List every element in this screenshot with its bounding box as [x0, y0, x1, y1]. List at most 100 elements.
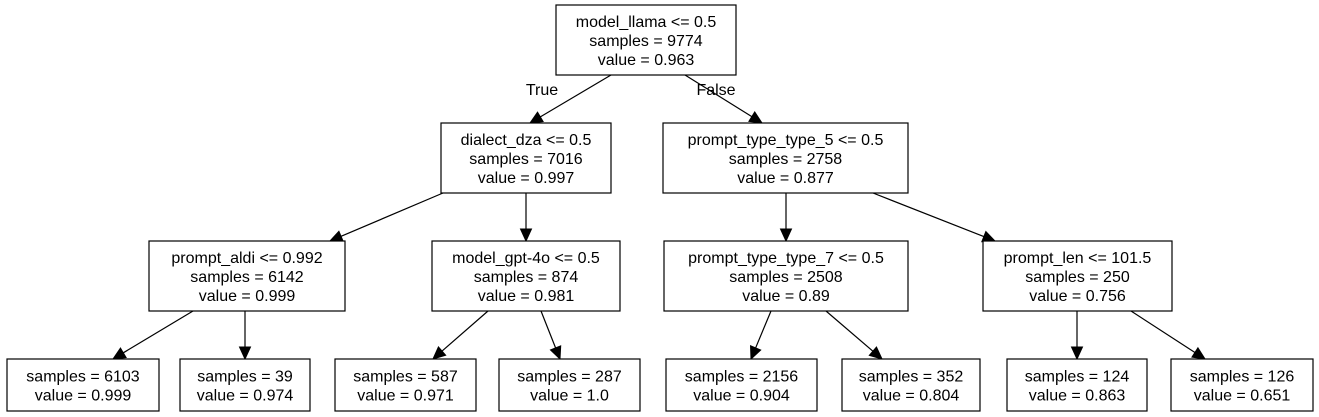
- node-box: [555, 4, 737, 76]
- arrow-head-icon: [1191, 346, 1207, 360]
- node-samples: samples = 287: [517, 369, 622, 386]
- node-samples: samples = 250: [1025, 269, 1130, 286]
- arrow-head-icon: [779, 228, 793, 243]
- arrow-head-icon: [750, 345, 762, 361]
- split-node: prompt_type_type_5 <= 0.5 samples = 2758 v…: [662, 122, 909, 194]
- node-samples: samples = 39: [197, 369, 293, 386]
- leaf-node: samples = 39 value = 0.974: [179, 358, 311, 412]
- node-box: [148, 240, 346, 312]
- node-box: [841, 358, 981, 412]
- node-samples: samples = 6142: [190, 269, 304, 286]
- node-value: value = 0.756: [1029, 288, 1126, 305]
- node-value: value = 0.904: [693, 388, 790, 405]
- tree-edge: False: [684, 74, 764, 124]
- tree-edge: [825, 310, 883, 360]
- node-samples: samples = 2156: [685, 369, 799, 386]
- node-value: value = 0.971: [357, 388, 454, 405]
- edges-layer: True False: [111, 74, 1207, 361]
- edge-line: [441, 310, 489, 352]
- edge-line: [684, 74, 753, 118]
- node-condition: prompt_aldi <= 0.992: [171, 250, 322, 267]
- tree-edge: [779, 193, 793, 243]
- node-samples: samples = 124: [1025, 369, 1130, 386]
- leaf-node: samples = 352 value = 0.804: [841, 358, 981, 412]
- node-samples: samples = 2508: [729, 269, 843, 286]
- edge-label-false: False: [696, 82, 735, 99]
- node-condition: dialect_dza <= 0.5: [461, 132, 592, 149]
- arrow-head-icon: [1070, 346, 1084, 361]
- tree-edge: [1070, 311, 1084, 361]
- node-samples: samples = 6103: [26, 369, 140, 386]
- arrow-head-icon: [549, 345, 562, 361]
- node-box: [498, 358, 641, 412]
- node-box: [1170, 358, 1314, 412]
- node-box: [1006, 358, 1148, 412]
- tree-edge: [540, 310, 562, 361]
- arrow-head-icon: [519, 228, 533, 243]
- node-value: value = 0.981: [478, 288, 575, 305]
- arrow-head-icon: [432, 346, 447, 360]
- node-condition: prompt_type_type_7 <= 0.5: [688, 250, 884, 267]
- node-box: [431, 240, 621, 312]
- node-value: value = 0.863: [1029, 388, 1126, 405]
- leaf-node: samples = 2156 value = 0.904: [665, 358, 818, 412]
- arrow-head-icon: [111, 347, 127, 360]
- node-value: value = 0.651: [1194, 388, 1291, 405]
- node-samples: samples = 2758: [729, 151, 843, 168]
- split-node: prompt_type_type_7 <= 0.5 samples = 2508 v…: [663, 240, 909, 312]
- node-samples: samples = 9774: [589, 33, 703, 50]
- node-box: [334, 358, 477, 412]
- node-box: [665, 358, 818, 412]
- edge-line: [540, 74, 612, 118]
- node-box: [440, 122, 612, 194]
- tree-edge: [872, 192, 997, 243]
- tree-edge: [750, 310, 772, 361]
- edge-line: [1130, 310, 1196, 353]
- node-value: value = 0.877: [737, 170, 834, 187]
- edge-label-true: True: [526, 82, 558, 99]
- edge-line: [340, 192, 444, 237]
- split-node: prompt_aldi <= 0.992 samples = 6142 value …: [148, 240, 346, 312]
- edge-line: [122, 310, 194, 354]
- node-value: value = 1.0: [530, 388, 609, 405]
- node-condition: model_llama <= 0.5: [576, 14, 717, 31]
- node-condition: prompt_len <= 101.5: [1004, 250, 1152, 267]
- node-value: value = 0.963: [598, 52, 695, 69]
- leaf-node: samples = 287 value = 1.0: [498, 358, 641, 412]
- node-samples: samples = 7016: [469, 151, 583, 168]
- node-value: value = 0.89: [742, 288, 830, 305]
- edge-line: [755, 310, 772, 349]
- tree-edge: [238, 311, 252, 361]
- node-samples: samples = 587: [353, 369, 458, 386]
- node-box: [663, 240, 909, 312]
- leaf-node: samples = 587 value = 0.971: [334, 358, 477, 412]
- node-condition: model_gpt-4o <= 0.5: [452, 250, 600, 267]
- arrow-head-icon: [868, 346, 883, 360]
- tree-edge: True: [526, 74, 612, 124]
- node-value: value = 0.974: [197, 388, 294, 405]
- split-node: model_llama <= 0.5 samples = 9774 value = …: [555, 4, 737, 76]
- leaf-node: samples = 124 value = 0.863: [1006, 358, 1148, 412]
- split-node: prompt_len <= 101.5 samples = 250 value = …: [982, 240, 1173, 312]
- arrow-head-icon: [328, 230, 344, 242]
- edge-line: [540, 310, 557, 349]
- arrow-head-icon: [748, 111, 764, 124]
- arrow-head-icon: [981, 230, 997, 243]
- node-box: [6, 358, 160, 412]
- tree-edge: [1130, 310, 1207, 360]
- node-value: value = 0.999: [35, 388, 132, 405]
- split-node: model_gpt-4o <= 0.5 samples = 874 value = …: [431, 240, 621, 312]
- edge-line: [825, 310, 874, 352]
- node-value: value = 0.999: [199, 288, 296, 305]
- node-box: [179, 358, 311, 412]
- node-samples: samples = 352: [859, 369, 964, 386]
- node-samples: samples = 874: [474, 269, 579, 286]
- node-value: value = 0.804: [863, 388, 960, 405]
- leaf-node: samples = 6103 value = 0.999: [6, 358, 160, 412]
- tree-edge: [111, 310, 194, 360]
- arrow-head-icon: [528, 111, 544, 124]
- node-box: [662, 122, 909, 194]
- node-condition: prompt_type_type_5 <= 0.5: [688, 132, 884, 149]
